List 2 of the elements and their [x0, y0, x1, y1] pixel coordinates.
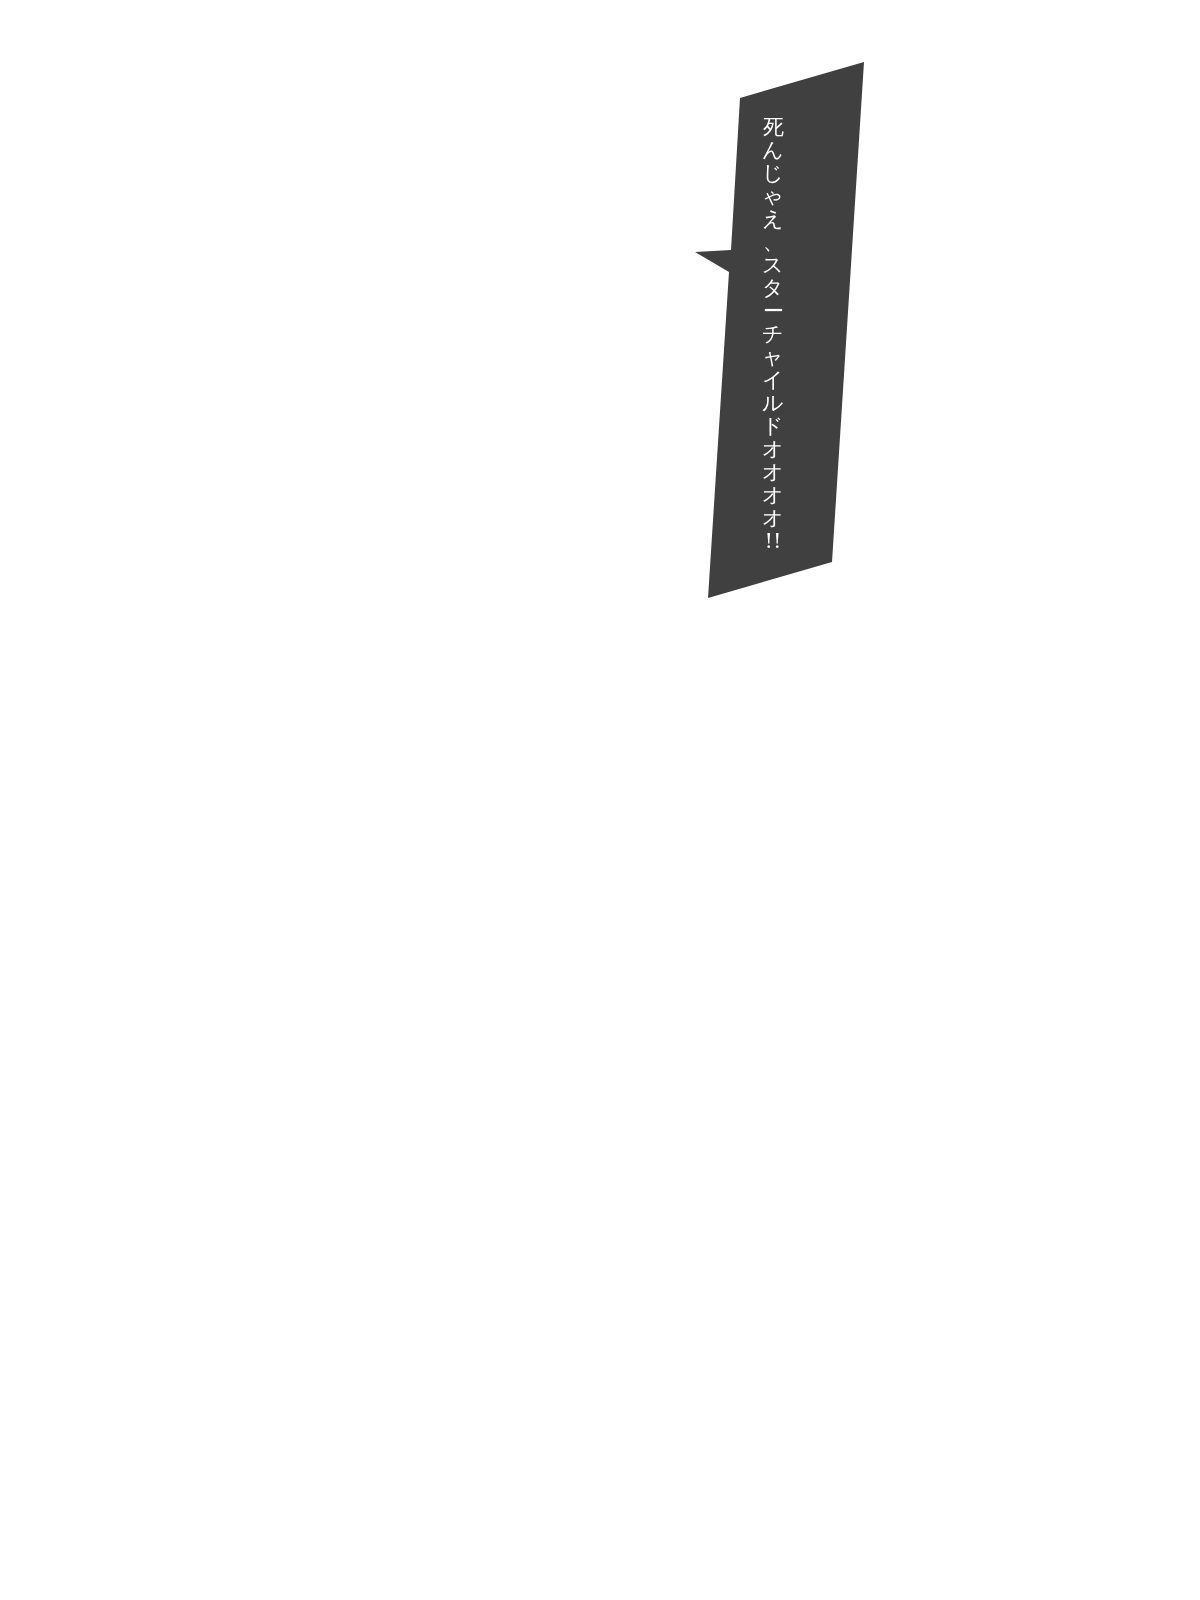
speech-bubble — [695, 60, 867, 600]
speech-text: 死んじゃえ、スターチャイルドオオオオ!! — [761, 116, 785, 553]
